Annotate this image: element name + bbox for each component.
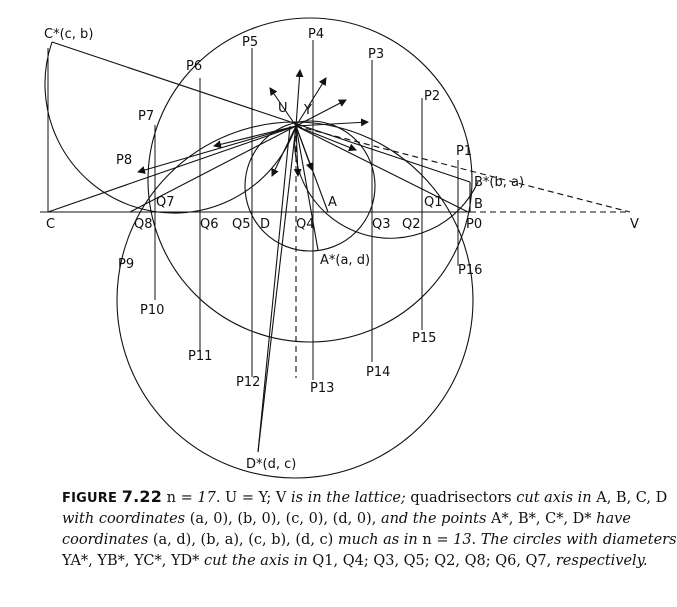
arrow-down: [293, 125, 302, 177]
figure-label: FIGURE 7.22: [62, 487, 163, 506]
caption-segment: A, B, C, D: [591, 490, 668, 506]
label-q7: Q7: [156, 195, 175, 210]
large-circle-upper: [147, 17, 473, 343]
caption-segment: and the points: [380, 511, 487, 527]
arrow-right-up: [295, 99, 347, 127]
caption-segment: coordinates: [62, 532, 149, 548]
label-p14: P14: [366, 365, 390, 380]
label-q4: Q4: [296, 217, 315, 232]
arrow-left-low: [137, 125, 297, 174]
caption-segment: A*, B*, C*, D*: [486, 511, 597, 527]
line-c-to-y: [47, 125, 297, 213]
large-circle-lower: [116, 121, 474, 479]
label-q5: Q5: [232, 217, 251, 232]
caption-segment: . U = Y; V: [215, 490, 292, 506]
label-p2: P2: [424, 89, 440, 104]
caption-line-4: YA*, YB*, YC*, YD* cut the axis in Q1, Q…: [62, 551, 652, 572]
circle-A: [244, 120, 376, 252]
label-y: Y: [303, 103, 312, 118]
caption-segment: cut the axis in: [204, 553, 308, 569]
line-y-to-q8: [129, 125, 297, 213]
caption-segment: 17: [197, 490, 216, 506]
label-c: C: [46, 217, 55, 232]
label-p1: P1: [456, 144, 472, 159]
label-p12: P12: [236, 375, 260, 390]
caption-segment: n =: [162, 490, 198, 506]
label-p0: P0: [466, 217, 482, 232]
caption-segment: Q1, Q4; Q3, Q5; Q2, Q8; Q6, Q7,: [307, 553, 556, 569]
line-y-to-astar: [295, 125, 319, 251]
figure-caption: FIGURE 7.22 n = 17. U = Y; V is in the l…: [62, 486, 677, 572]
label-p16: P16: [458, 263, 482, 278]
label-p11: P11: [188, 349, 212, 364]
line-cstar-to-bstar: [51, 41, 471, 183]
arrow-right-down: [295, 125, 357, 152]
arrow-left-down: [213, 125, 297, 149]
caption-segment: respectively.: [555, 553, 648, 569]
arrow-down-left: [271, 125, 297, 177]
label-d-star: D*(d, c): [246, 457, 296, 472]
caption-line-3: coordinates (a, d), (b, a), (c, b), (d, …: [62, 530, 677, 551]
caption-segment: YA*, YB*, YC*, YD*: [62, 553, 205, 569]
label-u: U: [278, 101, 288, 116]
label-v: V: [630, 217, 639, 232]
arrow-up-left: [269, 87, 297, 127]
caption-segment: is in the lattice;: [291, 490, 406, 506]
caption-line-1: FIGURE 7.22 n = 17. U = Y; V is in the l…: [62, 486, 667, 509]
label-p5: P5: [242, 35, 258, 50]
label-p15: P15: [412, 331, 436, 346]
caption-segment: cut axis in: [516, 490, 592, 506]
caption-segment: n =: [417, 532, 454, 548]
label-p6: P6: [186, 59, 202, 74]
caption-segment: much as in: [337, 532, 418, 548]
caption-segment: with coordinates: [62, 511, 186, 527]
line-y-to-dstar-b: [257, 125, 291, 453]
arrow-up: [295, 69, 304, 127]
label-q6: Q6: [200, 217, 219, 232]
line-y-to-dstar-a: [257, 125, 297, 453]
label-c-star: C*(c, b): [44, 27, 93, 42]
label-q2: Q2: [402, 217, 421, 232]
label-q3: Q3: [372, 217, 391, 232]
label-b: B: [474, 197, 483, 212]
label-a: A: [328, 195, 337, 210]
caption-segment: quadrisectors: [405, 490, 517, 506]
semicircle-left: [44, 41, 297, 214]
label-p9: P9: [118, 257, 134, 272]
line-y-to-v-dashed: [295, 125, 631, 213]
label-a-star: A*(a, d): [320, 253, 370, 268]
label-p4: P4: [308, 27, 324, 42]
label-b-star: B*(b, a): [474, 175, 524, 190]
caption-segment: (a, d), (b, a), (c, b), (d, c): [148, 532, 338, 548]
line-y-to-b: [295, 125, 469, 213]
label-d: D: [260, 217, 270, 232]
label-p10: P10: [140, 303, 164, 318]
caption-line-1-text: n = 17. U = Y; V is in the lattice; quad…: [162, 490, 668, 506]
label-p3: P3: [368, 47, 384, 62]
label-q1: Q1: [424, 195, 443, 210]
arrow-down-right: [295, 125, 314, 171]
caption-line-2: with coordinates (a, 0), (b, 0), (c, 0),…: [62, 509, 652, 530]
caption-segment: (a, 0), (b, 0), (c, 0), (d, 0),: [185, 511, 381, 527]
arrow-right: [295, 118, 369, 127]
label-p7: P7: [138, 109, 154, 124]
caption-segment: 13. The circles with diameters: [453, 532, 677, 548]
label-p13: P13: [310, 381, 334, 396]
arrow-up-right: [295, 77, 327, 127]
label-p8: P8: [116, 153, 132, 168]
label-q8: Q8: [134, 217, 153, 232]
caption-segment: have: [596, 511, 631, 527]
